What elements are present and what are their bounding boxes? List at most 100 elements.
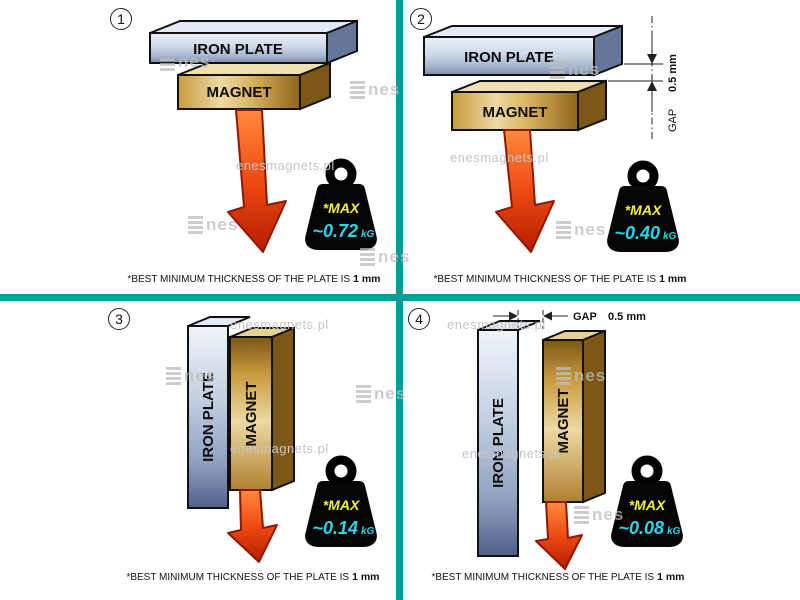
weight-value: ~0.08: [618, 518, 664, 538]
magnet: MAGNET: [542, 329, 606, 504]
weight-icon: *MAX ~0.14 kG: [305, 455, 377, 547]
weight-handle: [627, 160, 659, 192]
caption-bold: 1 mm: [352, 571, 380, 583]
caption-text: *BEST MINIMUM THICKNESS OF THE PLATE IS: [127, 274, 351, 285]
iron-plate-top-face: [423, 25, 623, 38]
magnet: MAGNET: [177, 61, 331, 111]
iron-plate-label: IRON PLATE: [464, 49, 554, 66]
panel-2-number: 2: [410, 8, 432, 30]
weight-max-label: *MAX: [629, 497, 667, 513]
gap-arrowhead-right: [543, 311, 552, 321]
weight-value: ~0.14: [312, 518, 358, 538]
weight-handle: [325, 455, 357, 487]
gap-value-label: 0.5 mm: [667, 54, 679, 92]
weight-value: ~0.72: [312, 221, 358, 241]
enes-logo-e-icon: [166, 367, 181, 385]
weight-body: [305, 184, 377, 250]
horizontal-divider: [0, 294, 800, 301]
caption-text: *BEST MINIMUM THICKNESS OF THE PLATE IS: [433, 274, 657, 285]
caption-bold: 1 mm: [659, 273, 687, 285]
enes-logo-text: nes: [574, 366, 607, 385]
iron-plate-front-face: [187, 325, 229, 509]
enes-logo-e-icon: [360, 248, 375, 266]
caption-text: *BEST MINIMUM THICKNESS OF THE PLATE IS: [431, 572, 655, 583]
enes-logo-text: nes: [368, 80, 401, 99]
iron-plate-label: IRON PLATE: [200, 372, 217, 462]
magnet-label: MAGNET: [243, 382, 260, 447]
magnet-side-face: [582, 329, 606, 504]
magnet-front-face: [451, 91, 579, 131]
iron-plate-label: IRON PLATE: [490, 398, 507, 488]
iron-plate: IRON PLATE: [423, 24, 623, 77]
magnet-label: MAGNET: [483, 104, 548, 121]
panel-4-diagram: IRON PLATE MAGNET GAP 0.5 mm *MAX ~0.08 …: [477, 310, 683, 570]
weight-max-label: *MAX: [323, 497, 361, 513]
pull-force-arrow: [495, 129, 555, 253]
enes-logo-watermark: nes: [356, 384, 406, 404]
enes-logo-watermark: nes: [166, 366, 216, 386]
enes-logo-watermark: nes: [350, 80, 400, 100]
panel-1-number: 1: [110, 8, 132, 30]
enes-logo-text: nes: [574, 220, 607, 239]
enes-logo-e-icon: [160, 53, 175, 71]
gap-arrowhead-left: [509, 311, 518, 321]
iron-plate: IRON PLATE: [149, 19, 358, 65]
enes-logo-watermark: nes: [360, 247, 410, 267]
watermark-url: enesmagnets.pl: [236, 158, 335, 173]
enes-logo-watermark: nes: [556, 220, 606, 240]
enes-logo-text: nes: [178, 52, 211, 71]
magnet-label: MAGNET: [207, 84, 272, 101]
weight-unit: kG: [663, 231, 677, 242]
magnet-label: MAGNET: [555, 389, 572, 454]
caption-bold: 1 mm: [353, 273, 381, 285]
weight-body: [611, 481, 683, 547]
enes-logo-watermark: nes: [160, 52, 210, 72]
weight-icon: *MAX ~0.72 kG: [305, 158, 377, 250]
weight-icon: *MAX ~0.08 kG: [611, 455, 683, 547]
watermark-url: enesmagnets.pl: [447, 317, 546, 332]
weight-body: [305, 481, 377, 547]
pull-force-arrow: [535, 501, 583, 570]
enes-logo-e-icon: [550, 61, 565, 79]
enes-logo-text: nes: [184, 366, 217, 385]
enes-logo-watermark: nes: [188, 215, 238, 235]
enes-logo-e-icon: [556, 367, 571, 385]
weight-max-label: *MAX: [323, 200, 361, 216]
pull-force-arrow: [227, 109, 287, 253]
magnet: MAGNET: [229, 326, 295, 492]
enes-logo-text: nes: [206, 215, 239, 234]
gap-label: GAP: [573, 311, 597, 323]
iron-plate-label: IRON PLATE: [193, 41, 283, 58]
gap-dimension: GAP 0.5 mm: [493, 310, 646, 329]
panel-2-diagram: IRON PLATE MAGNET 0.5 mm GAP *MAX ~0.40 …: [423, 16, 679, 253]
panel-4-number: 4: [408, 308, 430, 330]
magnet: MAGNET: [451, 79, 607, 132]
watermark-url: enesmagnets.pl: [450, 150, 549, 165]
magnet-front-face: [229, 336, 273, 491]
enes-logo-text: nes: [592, 505, 625, 524]
gap-dimension: 0.5 mm GAP: [608, 16, 679, 140]
iron-plate-front-face: [149, 32, 328, 64]
magnet-side-face: [271, 326, 295, 492]
gap-value-label: 0.5 mm: [608, 311, 646, 323]
enes-logo-e-icon: [556, 221, 571, 239]
iron-plate: IRON PLATE: [477, 320, 541, 557]
enes-logo-e-icon: [350, 81, 365, 99]
magnet-front-face: [542, 339, 584, 503]
iron-plate-top-face: [149, 20, 358, 34]
weight-unit: kG: [667, 526, 681, 537]
weight-unit: kG: [361, 526, 375, 537]
enes-logo-text: nes: [378, 247, 411, 266]
pull-force-arrow: [227, 489, 278, 563]
iron-plate-front-face: [423, 36, 595, 76]
gap-arrowhead-top: [647, 54, 657, 64]
enes-logo-watermark: nes: [556, 366, 606, 386]
weight-unit: kG: [361, 229, 375, 240]
weight-value: ~0.40: [614, 223, 660, 243]
enes-logo-e-icon: [356, 385, 371, 403]
enes-logo-text: nes: [568, 60, 601, 79]
